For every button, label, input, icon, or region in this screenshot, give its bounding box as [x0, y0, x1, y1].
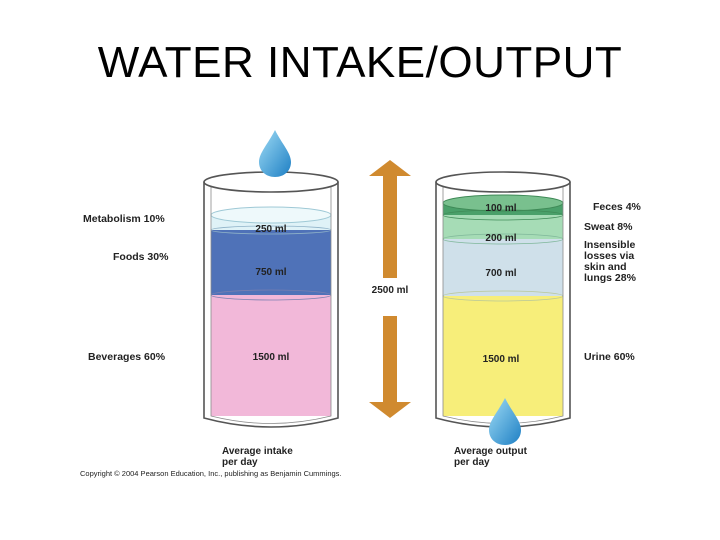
intake-caption: Average intake per day — [222, 446, 293, 468]
intake-fill-foods — [211, 230, 331, 295]
water-drop-icon — [259, 130, 291, 177]
water-drop-icon — [489, 398, 521, 445]
arrow-up — [369, 160, 411, 278]
output-fill-urine — [443, 296, 563, 416]
output-segment-sweat: 200 ml — [485, 233, 517, 244]
intake-fill-beverages — [211, 295, 331, 416]
intake-caption-line1: Average intake — [222, 446, 293, 457]
intake-cylinder — [203, 171, 339, 428]
output-caption-line2: per day — [454, 457, 490, 468]
intake-glass-inner — [210, 186, 332, 424]
copyright-notice: Copyright © 2004 Pearson Education, Inc.… — [80, 469, 342, 478]
label-feces: Feces 4% — [593, 201, 641, 213]
label-sweat: Sweat 8% — [584, 221, 633, 233]
label-insensible-2: losses via — [584, 250, 635, 262]
intake-segment-beverages: 1500 ml — [252, 352, 290, 363]
intake-glass-outline — [203, 182, 339, 428]
label-insensible-3: skin and — [584, 261, 627, 273]
label-metabolism: Metabolism 10% — [83, 213, 165, 225]
label-foods: Foods 30% — [113, 251, 169, 263]
intake-segment-metabolism: 250 ml — [255, 224, 287, 235]
intake-surface — [210, 206, 332, 224]
intake-caption-line2: per day — [222, 457, 258, 468]
output-segment-insensible: 700 ml — [485, 268, 517, 279]
label-insensible-1: Insensible — [584, 239, 636, 251]
page-title: WATER INTAKE/OUTPUT — [97, 38, 623, 87]
output-caption-line1: Average output — [454, 446, 527, 457]
double-arrow-icon — [369, 160, 411, 418]
label-urine: Urine 60% — [584, 351, 635, 363]
intake-segment-foods: 750 ml — [255, 267, 287, 278]
arrow-down — [369, 316, 411, 418]
label-insensible-4: lungs 28% — [584, 272, 636, 284]
output-segment-feces: 100 ml — [485, 203, 517, 214]
label-beverages: Beverages 60% — [88, 351, 166, 363]
output-segment-urine: 1500 ml — [482, 354, 520, 365]
output-fill-insensible — [443, 239, 563, 296]
output-caption: Average output per day — [454, 446, 527, 468]
output-rim — [435, 171, 571, 193]
total-volume: 2500 ml — [371, 285, 409, 296]
